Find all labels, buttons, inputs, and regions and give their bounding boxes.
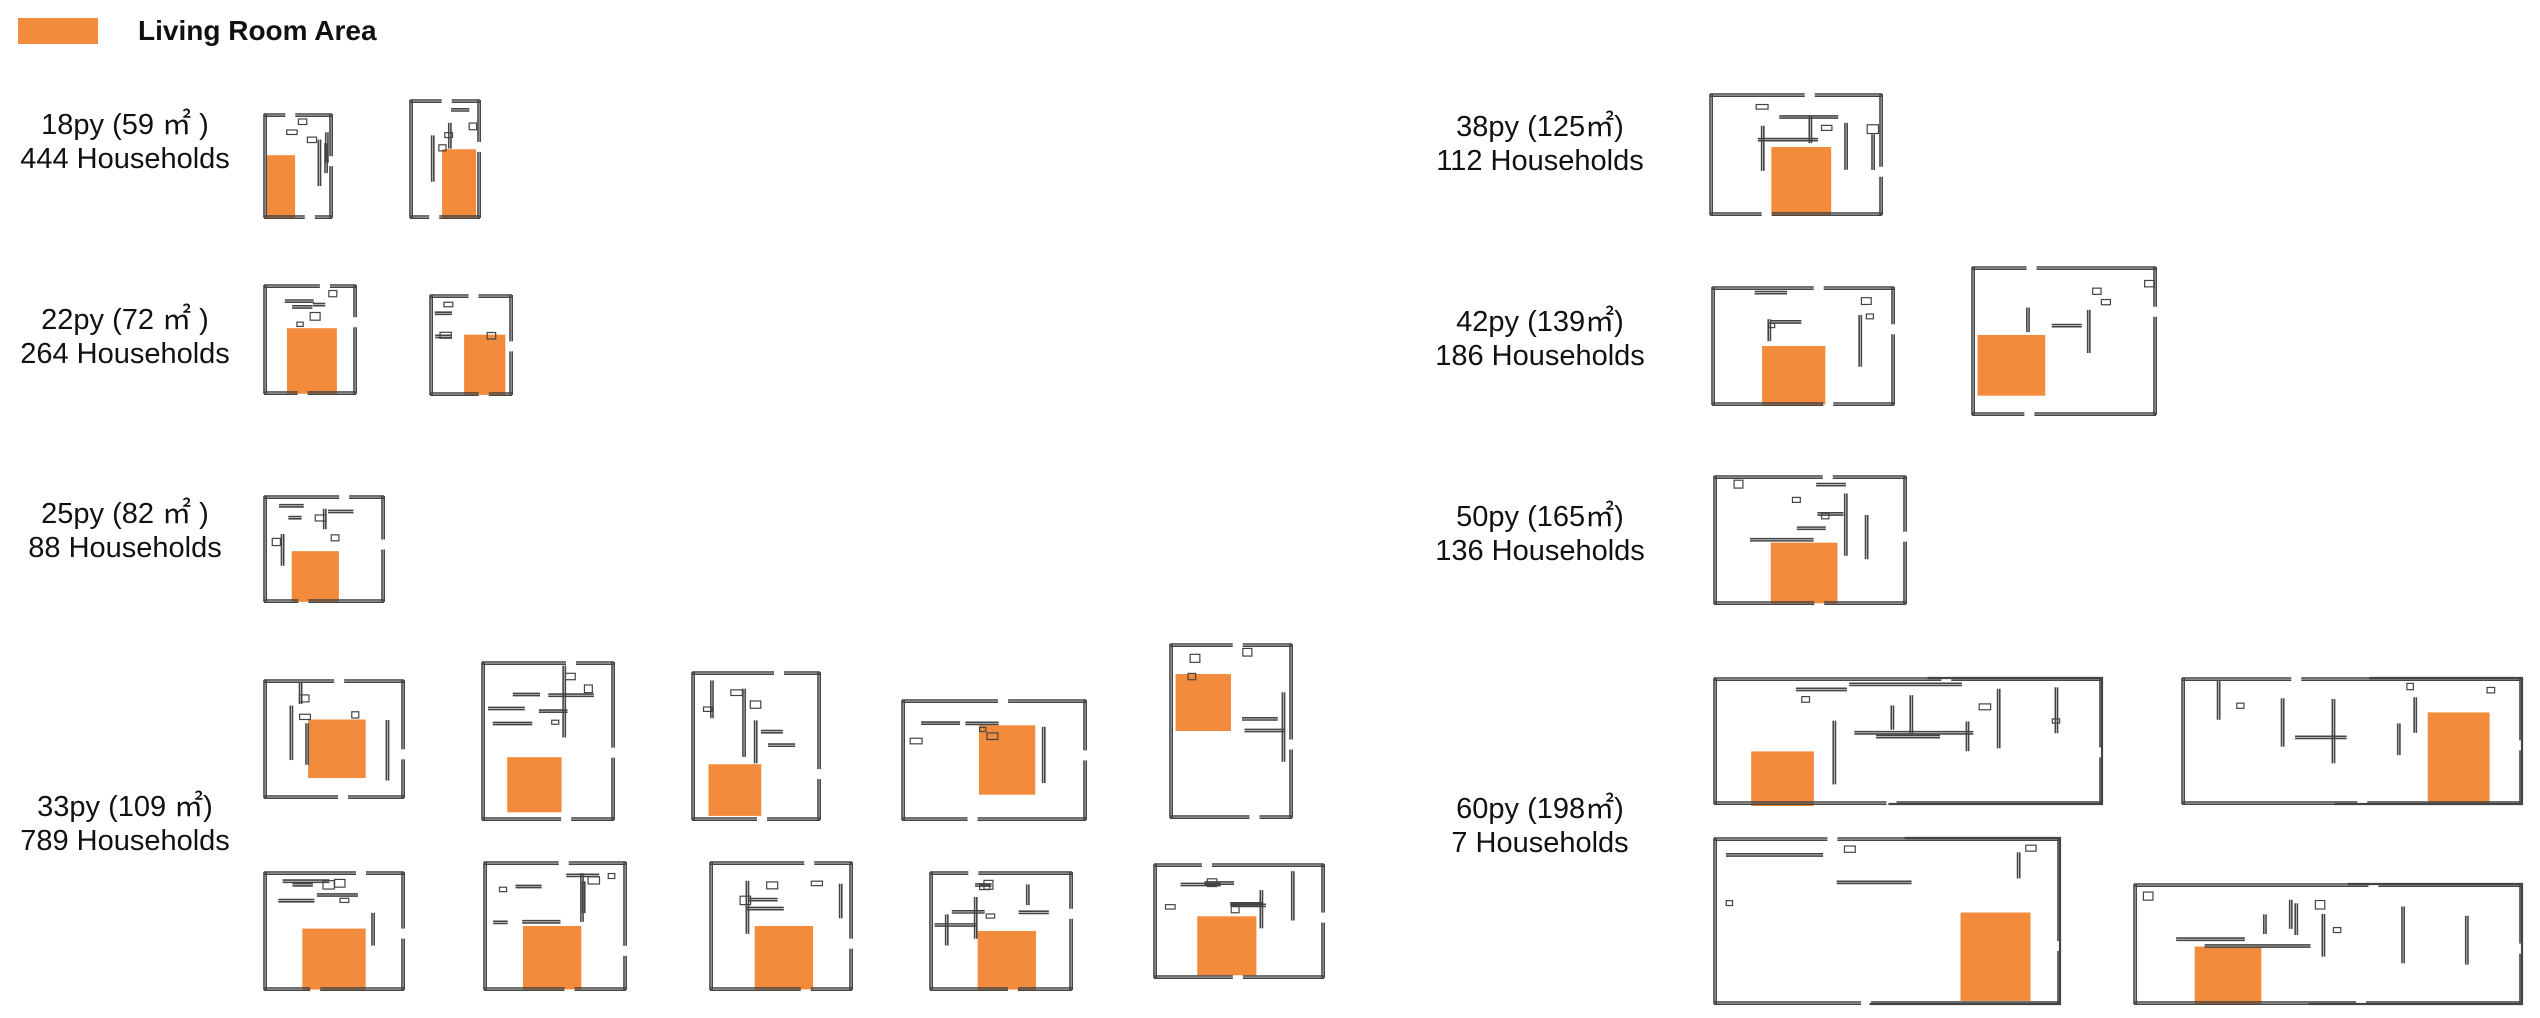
living-room-area — [1197, 916, 1257, 976]
floor-plan-18py-1 — [263, 113, 333, 219]
walls — [1169, 643, 1293, 819]
group-label-42py: 42py (139㎡) 186 Households — [1420, 305, 1660, 373]
households-text: 789 Households — [20, 825, 230, 857]
walls — [263, 495, 385, 603]
area-text: 25py (82 ㎡ ) — [41, 498, 209, 530]
households-text: 444 Households — [20, 143, 230, 175]
living-room-area — [1175, 674, 1231, 731]
living-room-area — [507, 757, 562, 813]
walls — [929, 871, 1073, 991]
living-room-area — [708, 764, 762, 816]
walls — [1153, 863, 1325, 979]
living-room-area — [1770, 542, 1838, 604]
floor-plan-22py-3 — [263, 284, 357, 395]
group-label-38py: 38py (125㎡) 112 Households — [1420, 110, 1660, 178]
walls — [263, 284, 357, 395]
walls — [709, 861, 853, 991]
area-text: 33py (109 ㎡) — [37, 791, 213, 823]
living-room-area — [754, 926, 814, 990]
living-room-area — [1960, 912, 2031, 1001]
living-room-area — [1762, 346, 1826, 405]
households-text: 7 Households — [1451, 827, 1629, 859]
walls — [1709, 93, 1883, 216]
area-text: 42py (139㎡) — [1456, 306, 1624, 338]
households-text: 264 Households — [20, 338, 230, 370]
legend-label: Living Room Area — [138, 15, 377, 46]
living-room-area — [1977, 334, 2046, 396]
floor-plan-60py-22 — [1713, 836, 2062, 1006]
legend-swatch — [18, 18, 98, 44]
area-text: 18py (59 ㎡ ) — [41, 109, 209, 141]
legend: Living Room Area — [18, 15, 377, 46]
floor-plan-33py-14 — [929, 871, 1073, 991]
households-text: 186 Households — [1435, 340, 1645, 372]
living-room-area — [2194, 946, 2262, 1004]
living-room-area — [442, 149, 477, 218]
walls — [483, 861, 627, 991]
floor-plan-33py-11 — [263, 871, 405, 991]
living-room-area — [291, 551, 339, 602]
living-room-area — [464, 334, 506, 395]
walls — [2181, 676, 2524, 806]
floor-plan-38py-16 — [1709, 93, 1883, 216]
floor-plan-33py-13 — [709, 861, 853, 991]
walls — [901, 699, 1087, 821]
floor-plan-33py-10 — [1169, 643, 1293, 819]
group-label-50py: 50py (165㎡) 136 Households — [1420, 500, 1660, 568]
walls — [1713, 676, 2104, 806]
living-room-area — [978, 725, 1036, 795]
floor-plan-33py-12 — [483, 861, 627, 991]
walls — [691, 671, 821, 821]
walls — [409, 99, 481, 219]
living-room-area — [286, 328, 337, 394]
households-text: 136 Households — [1435, 535, 1645, 567]
walls — [481, 661, 615, 821]
group-label-33py: 33py (109 ㎡) 789 Households — [10, 790, 240, 858]
walls — [1971, 266, 2157, 416]
floor-plan-33py-6 — [263, 679, 405, 799]
walls — [429, 294, 513, 396]
floor-plan-33py-9 — [901, 699, 1087, 821]
walls — [2133, 882, 2524, 1006]
area-text: 38py (125㎡) — [1456, 111, 1624, 143]
living-room-area — [977, 931, 1037, 990]
living-room-area — [1771, 147, 1832, 215]
living-room-area — [1751, 751, 1814, 806]
floor-plan-42py-18 — [1971, 266, 2157, 416]
walls — [263, 113, 333, 219]
floor-plan-60py-21 — [2181, 676, 2524, 806]
walls — [1711, 286, 1895, 406]
group-label-18py: 18py (59 ㎡ ) 444 Households — [10, 108, 240, 176]
area-text: 22py (72 ㎡ ) — [41, 304, 209, 336]
floor-plan-33py-8 — [691, 671, 821, 821]
area-text: 50py (165㎡) — [1456, 501, 1624, 533]
group-label-22py: 22py (72 ㎡ ) 264 Households — [10, 303, 240, 371]
living-room-area — [266, 155, 296, 218]
floor-plan-42py-17 — [1711, 286, 1895, 406]
walls — [1713, 836, 2062, 1006]
households-text: 112 Households — [1436, 145, 1644, 177]
floor-plan-18py-2 — [409, 99, 481, 219]
walls — [263, 679, 405, 799]
floor-plan-60py-23 — [2133, 882, 2524, 1006]
households-text: 88 Households — [28, 532, 222, 564]
walls — [263, 871, 405, 991]
living-room-area — [522, 926, 582, 990]
floor-plan-60py-20 — [1713, 676, 2104, 806]
group-label-60py: 60py (198㎡) 7 Households — [1420, 792, 1660, 860]
walls — [1713, 475, 1907, 605]
group-label-25py: 25py (82 ㎡ ) 88 Households — [10, 497, 240, 565]
floor-plan-22py-4 — [429, 294, 513, 396]
living-room-area — [2427, 712, 2490, 804]
area-text: 60py (198㎡) — [1456, 793, 1624, 825]
living-room-area — [308, 719, 366, 779]
floor-plan-25py-5 — [263, 495, 385, 603]
living-room-area — [302, 928, 366, 990]
floor-plan-50py-19 — [1713, 475, 1907, 605]
floor-plan-33py-15 — [1153, 863, 1325, 979]
floor-plan-33py-7 — [481, 661, 615, 821]
